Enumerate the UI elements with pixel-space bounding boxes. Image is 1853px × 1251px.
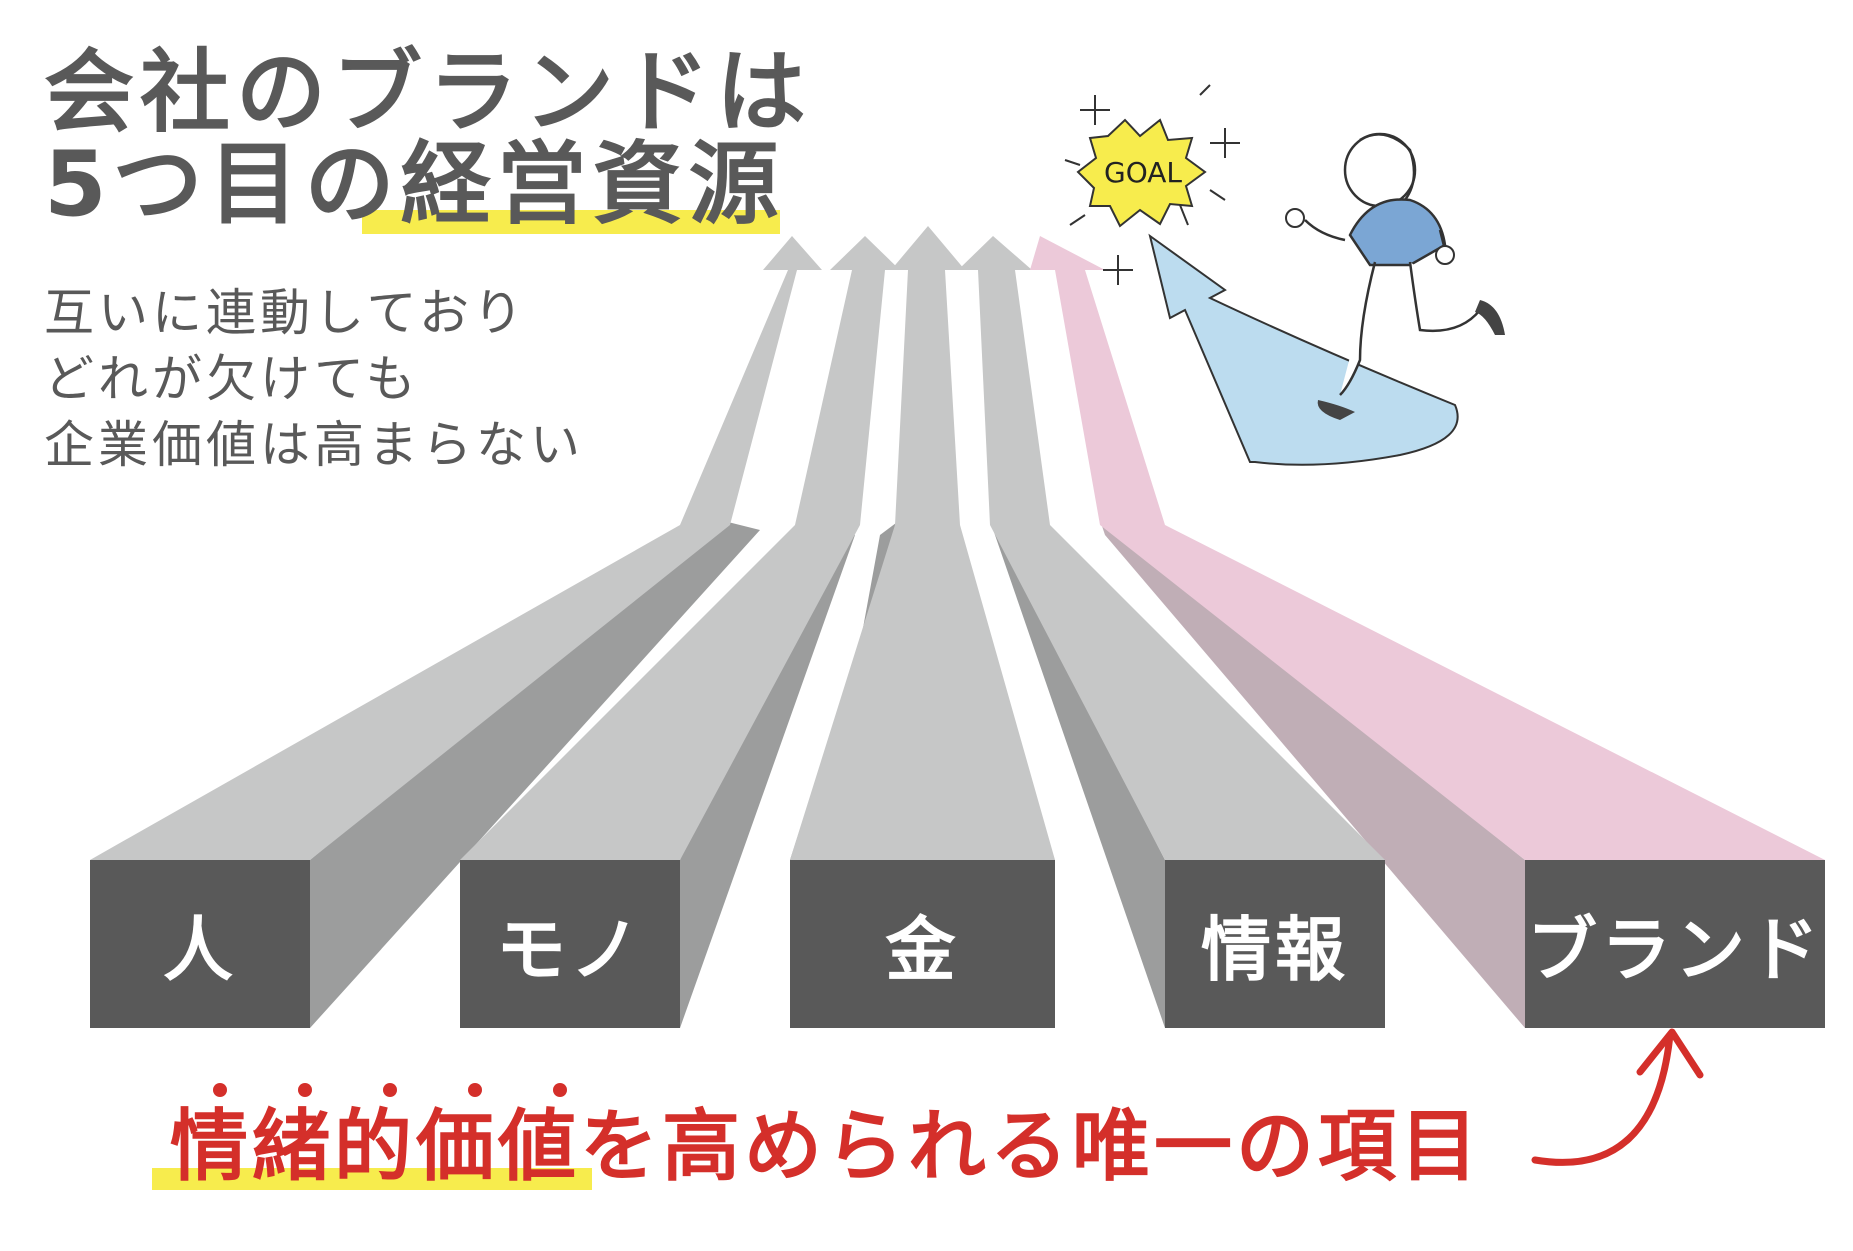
arrow-money: [790, 226, 1055, 860]
emphasis-dot: [468, 1083, 482, 1097]
title-prefix: 5つ目の: [44, 132, 401, 237]
subtitle-line: 互いに連動しており: [44, 284, 527, 342]
resource-box-info: 情報: [1165, 860, 1385, 1028]
title-line-2: 5つ目の経営資源: [44, 140, 785, 230]
emphasis-dot: [383, 1083, 397, 1097]
title-keyword: 経営資源: [400, 132, 785, 237]
arrow-top-faces: [90, 226, 1825, 860]
arrow-person-side: [310, 520, 760, 1028]
resource-box-money: 金: [790, 860, 1055, 1028]
emphasis-dot: [553, 1083, 567, 1097]
title-highlight: [362, 210, 780, 234]
goal-burst-icon: [1076, 118, 1207, 228]
bottom-statement: 情緒的価値を高められる唯一の項目: [170, 1108, 1482, 1186]
arrow-goods: [460, 236, 900, 860]
bottom-emphasis: 情緒的価値: [170, 1102, 581, 1192]
resource-box-brand: ブランド: [1525, 860, 1825, 1028]
subtitle-line: どれが欠けても: [44, 350, 420, 408]
goal-illustration: GOAL: [1064, 84, 1505, 466]
emphasis-dot: [298, 1083, 312, 1097]
pointer-arrow-icon: [1531, 1028, 1704, 1166]
arrow-info: [958, 236, 1385, 860]
arrow-person: [90, 236, 822, 860]
sparkle-icons: [1064, 84, 1240, 285]
bottom-rest: を高められる唯一の項目: [580, 1102, 1483, 1192]
running-person-icon: [1285, 132, 1505, 420]
title-line-1: 会社のブランドは: [44, 40, 812, 145]
subtitle: 互いに連動しており どれが欠けても 企業価値は高まらない: [44, 280, 584, 478]
bottom-highlight: [152, 1168, 592, 1190]
resource-box-goods: モノ: [460, 860, 680, 1028]
arrow-side-faces: [310, 520, 1525, 1028]
arrow-brand: [1030, 236, 1825, 860]
goal-arrow-icon: [1148, 233, 1459, 466]
arrow-brand-side: [1100, 520, 1525, 1028]
resource-box-person: 人: [90, 860, 310, 1028]
goal-label: GOAL: [1104, 156, 1182, 189]
emphasis-dot: [213, 1083, 227, 1097]
arrow-goods-side: [680, 520, 855, 1028]
subtitle-line: 企業価値は高まらない: [44, 416, 584, 474]
arrow-info-side: [990, 520, 1165, 1028]
